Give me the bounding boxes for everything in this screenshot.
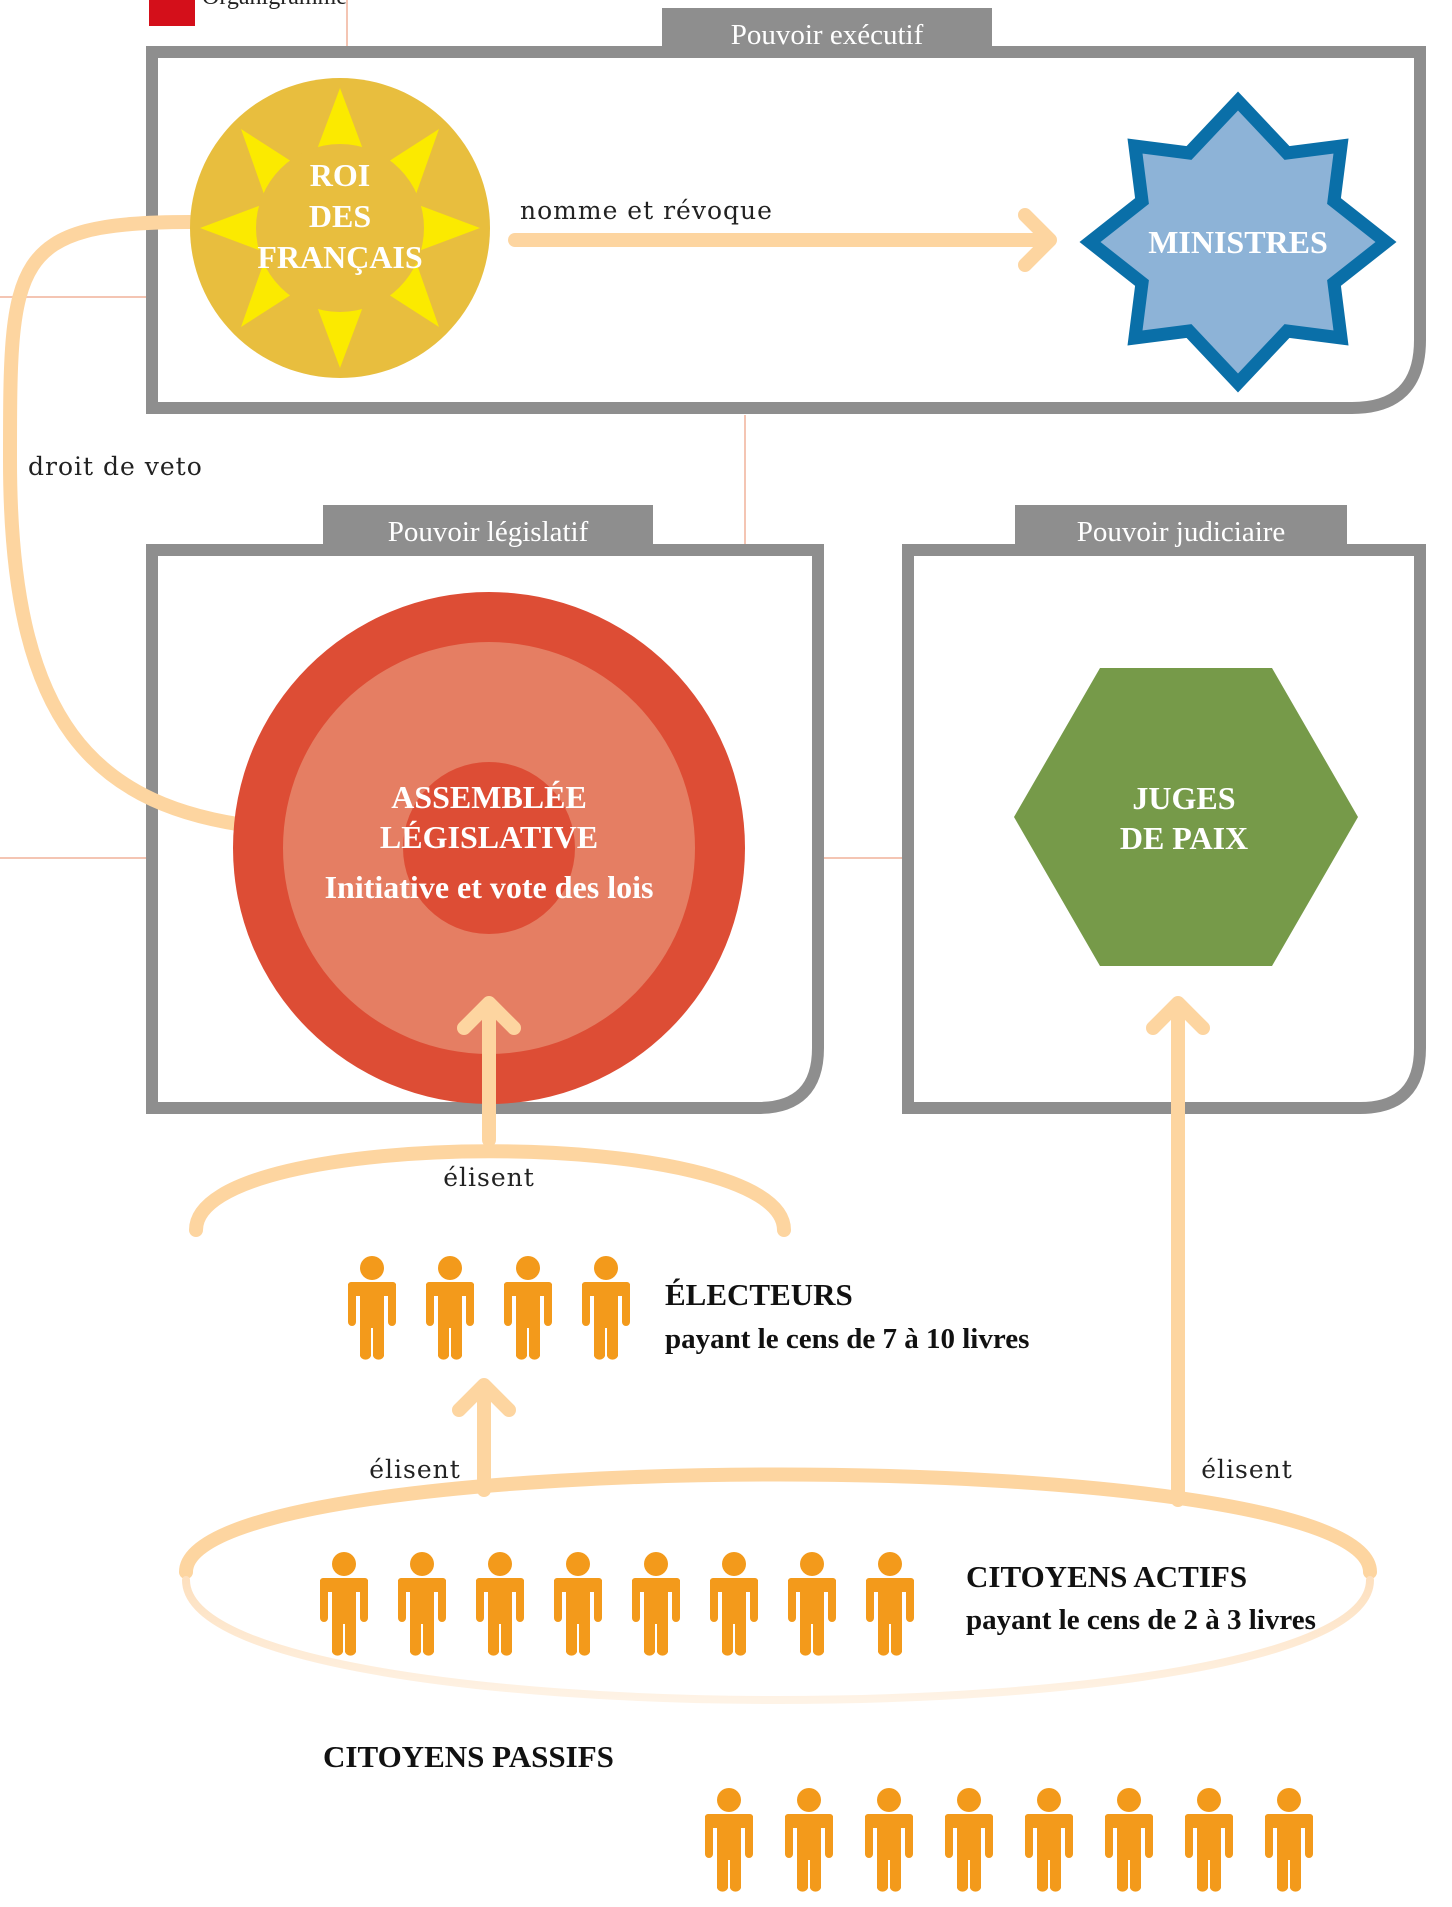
passive-citizen-icon	[785, 1788, 833, 1892]
legend-swatch	[149, 0, 195, 26]
active-citizen-icon	[788, 1552, 836, 1656]
king-title-line2: DES	[309, 198, 371, 234]
assembly-node: ASSEMBLÉE LÉGISLATIVE Initiative et vote…	[233, 592, 745, 1104]
passive-citizen-icon	[1265, 1788, 1313, 1892]
legislative-power-panel: Pouvoir législatif	[146, 505, 824, 1114]
veto-label: droit de veto	[28, 452, 203, 481]
passive-citizen-icon	[945, 1788, 993, 1892]
judicial-power-panel: Pouvoir judiciaire	[902, 505, 1426, 1114]
judges-title-line2: DE PAIX	[1120, 820, 1248, 856]
electors-group	[348, 1256, 630, 1360]
passive-citizen-icon	[1185, 1788, 1233, 1892]
active-citizen-icon	[554, 1552, 602, 1656]
passive-citizen-icon	[865, 1788, 913, 1892]
passive-citizens-title: CITOYENS PASSIFS	[323, 1739, 614, 1774]
king-title-line3: FRANÇAIS	[257, 239, 422, 275]
appoint-label: nomme et révoque	[520, 196, 773, 225]
legend-label: Organigramme	[202, 0, 347, 10]
electors-subtitle: payant le cens de 7 à 10 livres	[665, 1323, 1029, 1355]
legend: Organigramme	[149, 0, 347, 26]
elector-icon	[582, 1256, 630, 1360]
appoint-arrow	[508, 208, 1057, 272]
elect-assembly-arrow	[457, 996, 521, 1147]
king-node: ROI DES FRANÇAIS	[190, 78, 490, 378]
active-citizens-subtitle: payant le cens de 2 à 3 livres	[966, 1604, 1316, 1636]
judges-title-line1: JUGES	[1132, 780, 1235, 816]
active-citizen-icon	[398, 1552, 446, 1656]
assembly-role: Initiative et vote des lois	[325, 869, 654, 905]
judges-node: JUGES DE PAIX	[1014, 668, 1358, 966]
assembly-title-line1: ASSEMBLÉE	[391, 779, 587, 815]
judicial-tab	[1015, 505, 1347, 553]
legislative-tab	[323, 505, 653, 553]
passive-citizen-icon	[1025, 1788, 1073, 1892]
passive-citizen-icon	[705, 1788, 753, 1892]
ministers-label: MINISTRES	[1148, 224, 1328, 260]
active-citizens-ellipse	[179, 1467, 1377, 1704]
legislative-tab-label: Pouvoir législatif	[388, 516, 589, 548]
background-grid	[0, 0, 902, 859]
passive-citizens-group	[705, 1788, 1313, 1892]
active-citizen-icon	[710, 1552, 758, 1656]
elector-icon	[348, 1256, 396, 1360]
active-citizens-title: CITOYENS ACTIFS	[966, 1559, 1247, 1594]
elect-assembly-label: élisent	[443, 1163, 535, 1192]
active-citizens-group	[320, 1552, 914, 1656]
assembly-title-line2: LÉGISLATIVE	[380, 819, 598, 855]
executive-tab-label: Pouvoir exécutif	[731, 19, 924, 51]
passive-citizen-icon	[1105, 1788, 1153, 1892]
executive-tab	[662, 8, 992, 56]
judicial-tab-label: Pouvoir judiciaire	[1077, 516, 1286, 548]
elect-judges-label: élisent	[1201, 1455, 1293, 1484]
executive-power-panel: Pouvoir exécutif	[146, 8, 1426, 414]
active-citizen-icon	[866, 1552, 914, 1656]
king-title-line1: ROI	[310, 157, 370, 193]
electors-bracket	[189, 1144, 791, 1237]
ministers-node: MINISTRES	[1079, 91, 1397, 393]
elect-judges-arrow	[1146, 996, 1210, 1507]
electors-title: ÉLECTEURS	[665, 1277, 853, 1312]
elector-icon	[426, 1256, 474, 1360]
active-citizen-icon	[476, 1552, 524, 1656]
active-citizen-icon	[320, 1552, 368, 1656]
active-citizen-icon	[632, 1552, 680, 1656]
elector-icon	[504, 1256, 552, 1360]
elect-electors-label: élisent	[369, 1455, 461, 1484]
elect-electors-arrow	[452, 1378, 516, 1497]
